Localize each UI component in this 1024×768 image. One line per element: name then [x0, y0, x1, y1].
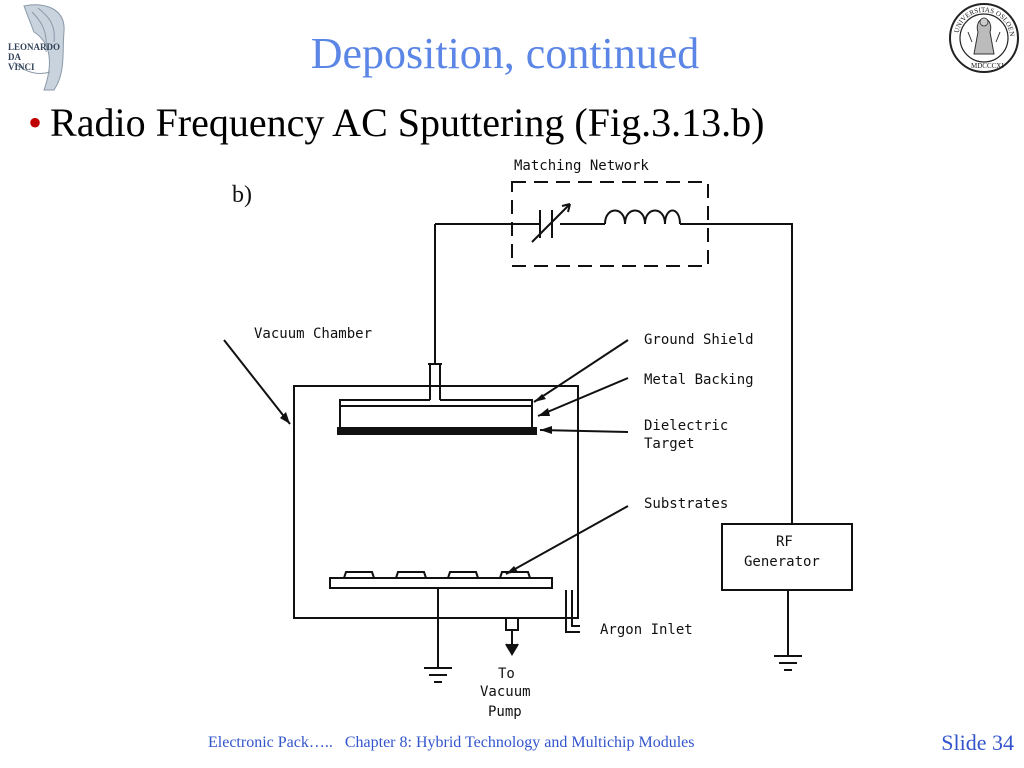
matching-network-box — [511, 181, 709, 267]
label-substrates: Substrates — [644, 496, 728, 512]
label-rf: RF — [776, 534, 793, 550]
logo-line1: LEONARDO — [8, 42, 60, 52]
ground-symbol-generator — [774, 655, 802, 671]
vacuum-chamber — [293, 385, 579, 619]
leonardo-da-vinci-logo: LEONARDO DA VINCI — [8, 4, 65, 91]
label-matching-network: Matching Network — [514, 158, 649, 174]
substrate-3 — [447, 571, 479, 579]
label-argon-inlet: Argon Inlet — [600, 622, 693, 638]
ground-shield — [339, 399, 533, 432]
label-vacuum-chamber: Vacuum Chamber — [254, 326, 372, 342]
label-to: To — [498, 666, 515, 682]
metal-backing-leader — [537, 377, 629, 417]
ground-symbol-chamber — [424, 667, 452, 683]
label-pump: Pump — [488, 704, 522, 720]
argon-inlet-pipe — [565, 590, 580, 633]
ground-shield-leader — [533, 339, 629, 403]
vacuum-chamber-leader — [223, 339, 291, 425]
universitas-osloensis-seal: UNIVERSITAS OSLOENSIS MDCCCXI — [948, 2, 1019, 73]
capacitor-arrow — [531, 203, 571, 243]
bullet-text: Radio Frequency AC Sputtering (Fig.3.13.… — [50, 100, 765, 145]
feedthrough-stem — [429, 364, 441, 400]
label-target: Target — [644, 436, 695, 452]
page-title: Deposition, continued — [310, 29, 700, 78]
logo-line2: DA — [8, 52, 21, 62]
bullet-item: •Radio Frequency AC Sputtering (Fig.3.13… — [28, 98, 764, 148]
label-dielectric: Dielectric — [644, 418, 728, 434]
footer-text: Electronic Pack….. Chapter 8: Hybrid Tech… — [208, 734, 695, 752]
substrates-leader — [505, 505, 629, 575]
substrate-holder — [329, 577, 553, 589]
label-metal-backing: Metal Backing — [644, 372, 754, 388]
dielectric-leader — [539, 429, 629, 433]
footer-left: Electronic Pack….. — [208, 734, 333, 751]
inductor-symbol — [604, 209, 681, 225]
panel-label-b: b) — [232, 182, 252, 208]
rf-sputtering-diagram: b) Matching Network Vacuum Chamber Groun… — [223, 158, 853, 720]
substrate-2 — [395, 571, 427, 579]
slide-number: Slide 34 — [941, 730, 1014, 755]
label-vacuum: Vacuum — [480, 684, 531, 700]
seal-text-bottom: MDCCCXI — [971, 62, 1004, 70]
footer-chapter: Chapter 8: Hybrid Technology and Multich… — [344, 734, 695, 751]
substrate-1 — [343, 571, 375, 579]
bullet-dot: • — [28, 100, 43, 145]
label-ground-shield: Ground Shield — [644, 332, 754, 348]
dielectric-target — [337, 427, 537, 435]
logo-line3: VINCI — [8, 62, 35, 72]
label-generator: Generator — [744, 554, 820, 570]
wire-inductor-to-generator — [680, 223, 793, 524]
